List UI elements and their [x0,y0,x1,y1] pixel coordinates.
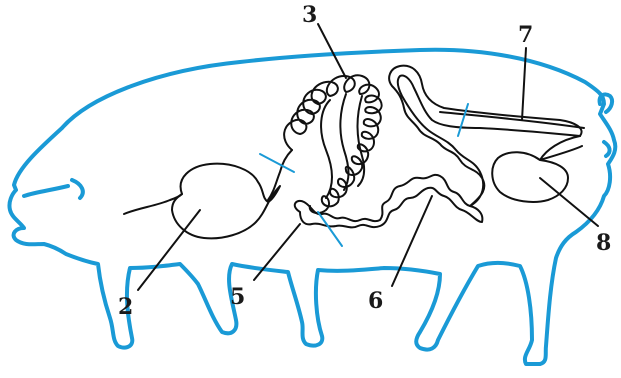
small-intestine-coils [284,75,382,213]
ligature-mark-ileum [318,212,342,246]
tail-curl [604,142,610,156]
ligature-mark-rectum [458,104,468,136]
label-3: 3 [302,2,317,28]
leader-line-3 [318,24,346,78]
label-8: 8 [596,230,611,256]
ligature-mark-duodenum [260,154,294,172]
label-7: 7 [518,22,533,48]
stomach [172,164,280,239]
label-6: 6 [368,288,383,314]
label-5: 5 [230,284,245,310]
digestive-organs [124,66,584,239]
snout-detail [24,180,83,198]
large-intestine-loop [389,66,581,206]
leader-line-8 [540,178,598,226]
duodenum [268,150,292,200]
label-2: 2 [118,294,133,320]
bladder [492,136,582,202]
